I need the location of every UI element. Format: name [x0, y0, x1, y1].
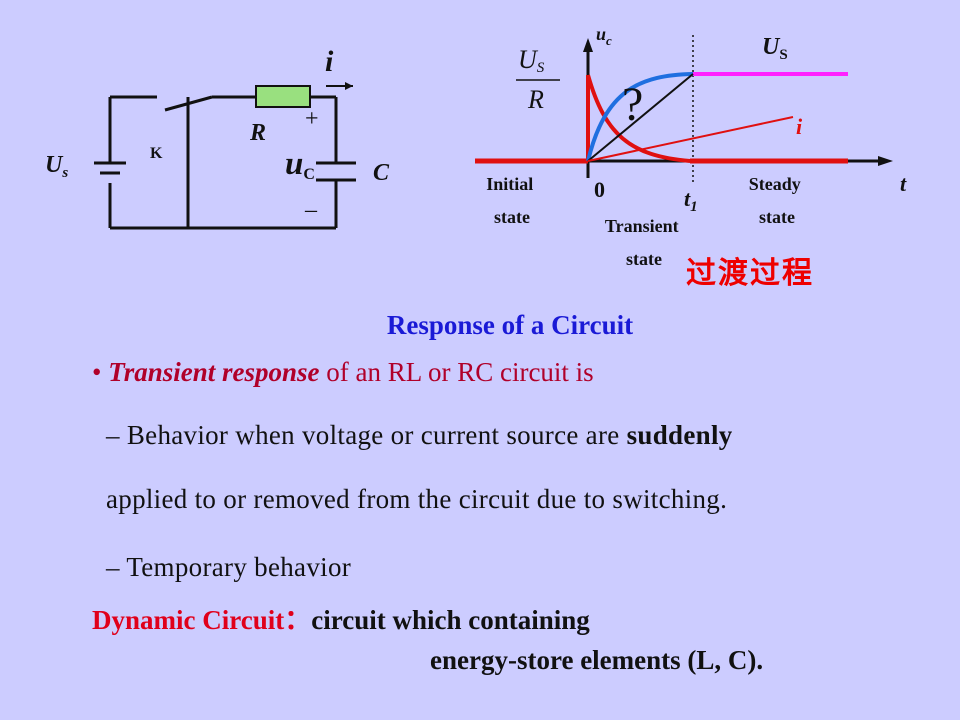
y-axis-arrow — [583, 38, 593, 52]
current-linear-line — [587, 116, 794, 162]
bullet-rest: of an RL or RC circuit is — [319, 357, 594, 387]
dynamic-circuit-definition: Dynamic Circuit：circuit which containing — [92, 598, 590, 637]
fraction-denominator: R — [527, 85, 544, 114]
sub-point-temporary: – Temporary behavior — [106, 552, 352, 582]
uc-linear-line — [587, 73, 694, 162]
x-axis-arrow — [878, 156, 893, 166]
source-label: Us — [45, 152, 68, 181]
definition-term: Dynamic Circuit： — [92, 605, 312, 635]
us-label: US — [762, 34, 788, 63]
question-mark: ? — [622, 78, 643, 131]
chinese-transient-label: 过渡过程 — [686, 256, 814, 291]
origin-label: 0 — [594, 177, 605, 202]
x-axis-label: t — [900, 171, 907, 196]
plus-sign: + — [305, 106, 319, 132]
transient-state-label: Transient state — [605, 216, 683, 269]
bullet-dot: • — [92, 357, 102, 387]
bullet-emphasis: Transient response — [108, 357, 320, 387]
rc-circuit-diagram: Us K R i + – uC C — [45, 45, 390, 230]
fraction-numerator: US — [518, 45, 545, 76]
current-label: i — [325, 45, 334, 78]
steady-state-label: Steady state — [749, 174, 806, 227]
t1-label: t1 — [684, 186, 698, 215]
initial-state-label: Initial state — [486, 174, 538, 227]
minus-sign: – — [304, 197, 318, 223]
resistor-label: R — [249, 120, 266, 146]
transient-graph: uc t 0 t1 US i ? US R Initial state Tran… — [475, 24, 907, 269]
y-axis-label: uc — [596, 24, 612, 48]
current-graph-label: i — [796, 114, 803, 139]
switch-label: K — [150, 145, 163, 162]
capacitor-label: C — [373, 160, 390, 186]
slide-heading: Response of a Circuit — [386, 310, 634, 340]
bullet-transient-response: • Transient response of an RL or RC circ… — [92, 357, 594, 388]
current-decay-curve — [586, 74, 691, 163]
capacitor-voltage-label: uC — [285, 146, 315, 183]
sub-point-applied: applied to or removed from the circuit d… — [106, 484, 728, 514]
sub-point-behavior: – Behavior when voltage or current sourc… — [106, 420, 733, 450]
uc-charging-curve — [586, 72, 694, 162]
current-arrow-head — [345, 82, 353, 90]
definition-description: circuit which containing — [311, 605, 590, 635]
dynamic-circuit-definition-line2: energy-store elements (L, C). — [430, 645, 764, 675]
resistor-symbol — [255, 85, 311, 108]
